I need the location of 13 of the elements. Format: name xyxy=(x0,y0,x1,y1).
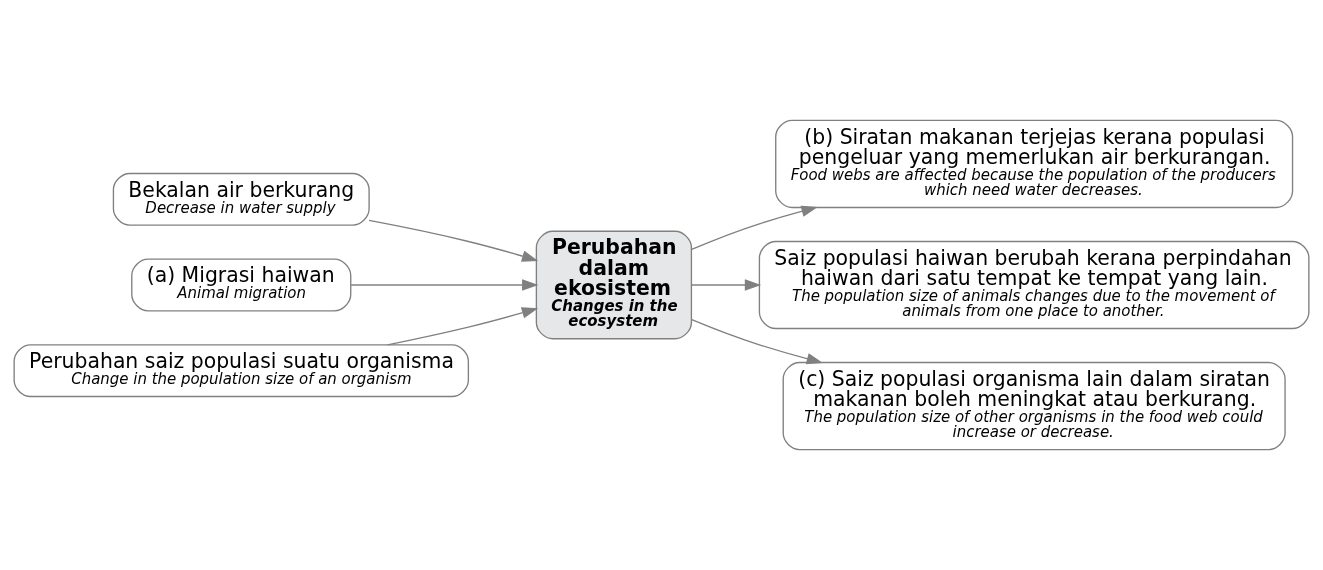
arrow xyxy=(386,307,539,346)
node-box: Perubahan dalam ekosistem Changes in the ecosystem xyxy=(535,230,693,340)
arrow xyxy=(368,219,539,262)
node-box: (b) Siratan makanan terjejas kerana populasi pengeluar yang memerlukan air berkurangan. Food webs are affected because the population of the producers which need water decreases. xyxy=(775,119,1294,209)
arrow xyxy=(691,279,762,291)
arrow xyxy=(691,205,818,251)
node-box: Saiz populasi haiwan berubah kerana perpindahan haiwan dari satu tempat ke tempat yang lain. The population size of animals changes due to the movement of animals from one place to another. xyxy=(758,240,1310,330)
node-box: (c) Saiz populasi organisma lain dalam siratan makanan boleh meningkat atau berkurang. The population size of other organisms in the food web could increase or decrease. xyxy=(782,361,1286,451)
node-box: Bekalan air berkurang Decrease in water supply xyxy=(112,172,370,226)
node-box: Perubahan saiz populasi suatu organisma Change in the population size of an organism xyxy=(13,344,470,398)
arrow xyxy=(691,318,823,365)
node-box: (a) Migrasi haiwan Animal migration xyxy=(131,258,352,312)
arrow xyxy=(350,279,539,291)
